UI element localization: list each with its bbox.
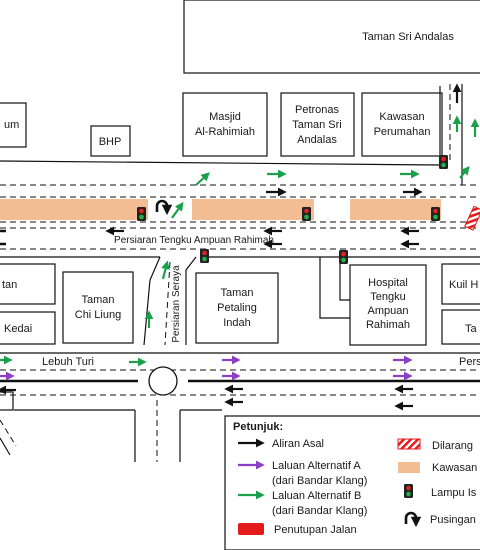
petronas-label-2: Taman Sri (292, 119, 342, 131)
legend-u-turn-icon (404, 511, 422, 528)
construction-zone-1 (0, 199, 148, 220)
legend-construction-swatch (398, 462, 420, 473)
masjid-building (182, 92, 268, 157)
legend-alt-a-label-2: (dari Bandar Klang) (272, 475, 367, 487)
main-road-north-edge (0, 160, 441, 166)
kawasan-perumahan-block (361, 92, 443, 157)
ta-building (441, 309, 480, 345)
traffic-signal-icon (439, 155, 448, 169)
pers-fragment-label: Pers (459, 356, 480, 368)
legend-alt-b-label-1: Laluan Alternatif B (272, 490, 361, 502)
chi-liung-label-1: Taman (81, 294, 114, 306)
traffic-signal-icon (339, 250, 348, 264)
kuil-fragment-label: Kuil H (449, 279, 478, 291)
bhp-building (90, 125, 131, 157)
traffic-signal-icon (137, 207, 146, 221)
kuil-building (441, 263, 480, 305)
kedai-fragment-label: Kedai (4, 323, 32, 335)
green-arrow (459, 165, 470, 179)
persiaran-tengku-label-bg (111, 233, 275, 245)
petronas-label-3: Andalas (297, 134, 337, 146)
u-turn-icon (155, 199, 173, 216)
hospital-tengku-ampuan-rahimah-block (349, 264, 427, 346)
hospital-label-3: Ampuan (368, 305, 409, 317)
legend-traffic-signal-icon (404, 484, 413, 498)
traffic-signal-icon (431, 207, 440, 221)
construction-zone-3 (350, 199, 441, 220)
legend-original-flow-label: Aliran Asal (272, 438, 324, 450)
hospital-label-4: Rahimah (366, 319, 410, 331)
lebuh-turi-label: Lebuh Turi (42, 356, 94, 368)
construction-zone-2 (192, 199, 314, 220)
green-arrow (195, 172, 210, 186)
left-top-building (0, 102, 27, 148)
legend-prohibited-swatch (397, 438, 421, 450)
legend-alt-b-label-2: (dari Bandar Klang) (272, 505, 367, 517)
left-mid-fragment-label: tan (2, 279, 17, 291)
persiaran-seraya-east-edge (185, 256, 197, 345)
petaling-label-2: Petaling (217, 302, 257, 314)
hospital-label-2: Tengku (370, 291, 405, 303)
alt-b-arrows (0, 115, 480, 367)
lane-tick-marks (0, 229, 6, 246)
hospital-access-road-2 (339, 257, 350, 301)
persiaran-seraya-center (164, 261, 171, 346)
green-arrow (171, 201, 184, 219)
chi-liung-label-2: Chi Liung (75, 309, 121, 321)
legend-title: Petunjuk: (233, 421, 283, 433)
taman-sri-andalas-block (183, 0, 480, 74)
traffic-signal-icon (302, 207, 311, 221)
traffic-signal-icon (200, 249, 209, 263)
petaling-label-3: Indah (223, 317, 251, 329)
ta-fragment-label: Ta (465, 323, 478, 335)
kedai-building (0, 311, 56, 345)
persiaran-seraya-west-edge (143, 256, 161, 346)
left-top-fragment-label: um (4, 119, 19, 131)
roundabout (148, 366, 178, 396)
legend-closure-swatch (238, 523, 264, 535)
original-flow-arrows (0, 83, 462, 411)
persiaran-seraya-label: Persiaran Seraya (171, 265, 182, 343)
green-arrow (161, 260, 170, 280)
hospital-label-1: Hospital (368, 277, 408, 289)
legend-closure-label: Penutupan Jalan (274, 524, 357, 536)
kawasan-label-2: Perumahan (374, 126, 431, 138)
taman-petaling-indah-block (195, 272, 279, 344)
prohibited-zone (464, 205, 480, 231)
bhp-label: BHP (99, 136, 122, 148)
legend-construction-label: Kawasan (432, 462, 477, 474)
diagonal-road-edge (0, 437, 11, 456)
alt-a-arrows (0, 355, 413, 381)
petaling-label-1: Taman (220, 287, 253, 299)
petronas-label-1: Petronas (295, 104, 340, 116)
legend-uturn-label: Pusingan (430, 514, 476, 526)
masjid-label-2: Al-Rahimiah (195, 126, 255, 138)
persiaran-tengku-label: Persiaran Tengku Ampuan Rahimah (114, 235, 274, 246)
taman-sri-andalas-label: Taman Sri Andalas (362, 31, 454, 43)
legend-signal-label: Lampu Is (431, 487, 477, 499)
left-mid-building (0, 263, 56, 305)
taman-chi-liung-block (62, 271, 134, 344)
diagonal-road-dash (0, 419, 17, 447)
hospital-access-road (319, 257, 350, 319)
legend-box (224, 415, 480, 550)
legend-prohibited-label: Dilarang (432, 440, 473, 452)
masjid-label-1: Masjid (209, 111, 241, 123)
petronas-building (280, 92, 355, 157)
legend-alt-a-label-1: Laluan Alternatif A (272, 460, 361, 472)
kawasan-label-1: Kawasan (379, 111, 424, 123)
